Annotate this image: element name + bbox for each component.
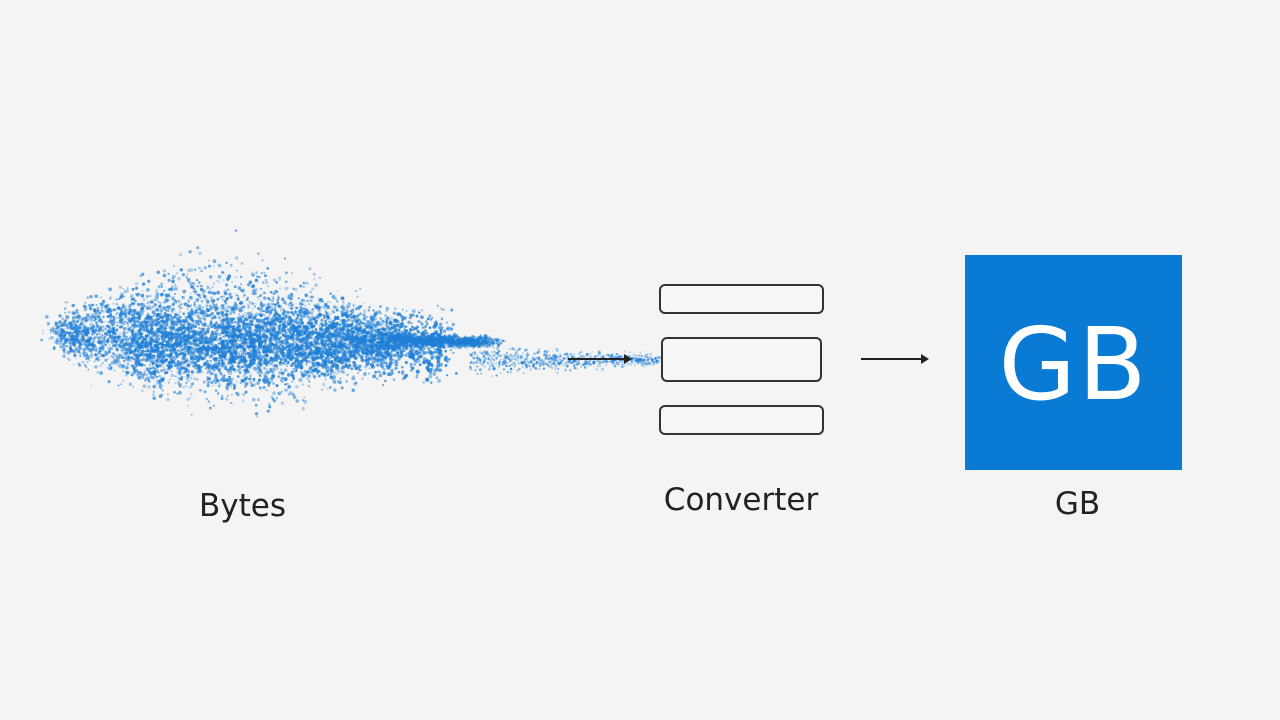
converter-bar-top	[659, 284, 824, 314]
bytes-label: Bytes	[199, 488, 286, 524]
gb-tile: GB	[965, 255, 1182, 470]
arrow-right-icon	[568, 354, 632, 364]
gb-label: GB	[1054, 486, 1101, 522]
converter-bar-bottom	[659, 405, 824, 435]
converter-label: Converter	[663, 482, 819, 518]
gb-tile-text: GB	[998, 305, 1149, 423]
arrow-right-icon	[861, 354, 929, 364]
converter-bar-middle	[661, 337, 822, 382]
